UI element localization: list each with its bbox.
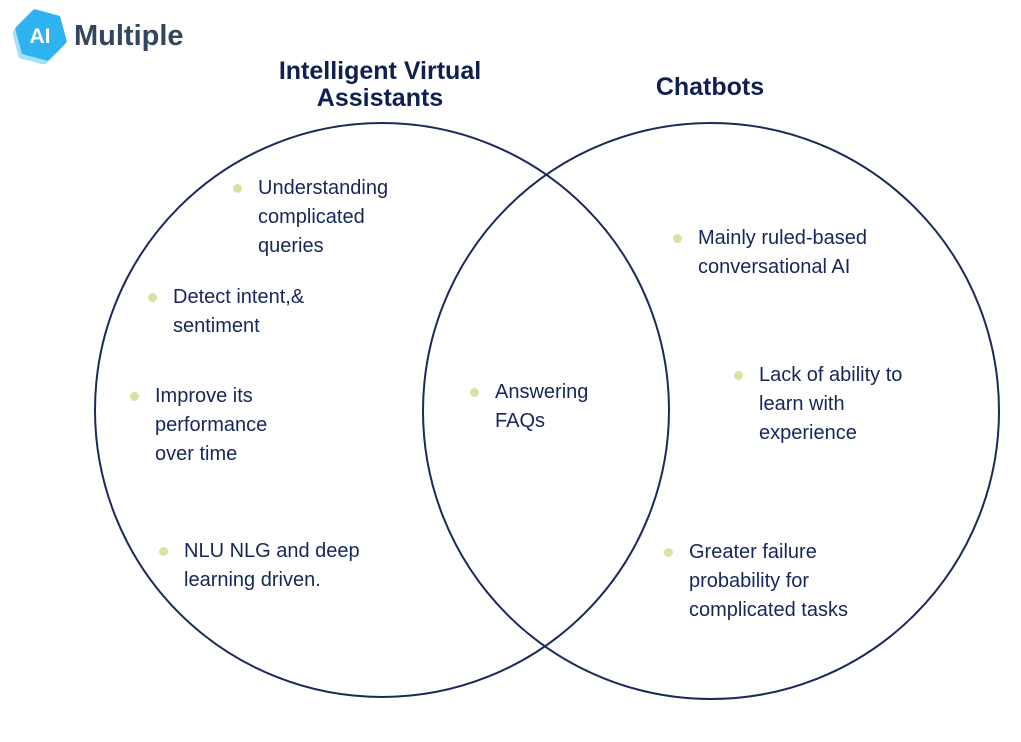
list-item-text: Greater failure probability for complica…: [689, 541, 848, 621]
list-item-text: Answering FAQs: [495, 381, 589, 432]
logo-hexagon-icon: AI: [12, 6, 69, 65]
chatbots-circle: [422, 122, 1000, 700]
list-item-text: Detect intent,& sentiment: [173, 286, 305, 337]
list-item-text: Improve its performance over time: [155, 385, 268, 465]
chatbots-title: Chatbots: [655, 73, 765, 101]
list-item-greater-failure: Greater failure probability for complica…: [664, 538, 848, 625]
list-item-understanding-queries: Understanding complicated queries: [233, 174, 388, 261]
aimultiple-logo: AI Multiple: [12, 6, 184, 65]
list-item-text: Mainly ruled-based conversational AI: [698, 227, 867, 278]
list-item-answering-faqs: Answering FAQs: [470, 378, 588, 436]
logo-ai-mark: AI: [30, 25, 51, 48]
list-item-text: Lack of ability to learn with experience: [759, 364, 903, 444]
bullet-icon: [673, 234, 682, 243]
bullet-icon: [734, 371, 743, 380]
iva-title: Intelligent Virtual Assistants: [278, 57, 482, 112]
list-item-text: NLU NLG and deep learning driven.: [184, 540, 360, 591]
list-item-nlu-nlg: NLU NLG and deep learning driven.: [159, 537, 360, 595]
bullet-icon: [159, 547, 168, 556]
list-item-ruled-based: Mainly ruled-based conversational AI: [673, 224, 867, 282]
bullet-icon: [233, 184, 242, 193]
list-item-detect-intent: Detect intent,& sentiment: [148, 283, 304, 341]
bullet-icon: [130, 392, 139, 401]
list-item-improve-performance: Improve its performance over time: [130, 382, 267, 469]
hexagon-icon: AI: [12, 9, 67, 65]
bullet-icon: [470, 388, 479, 397]
bullet-icon: [148, 293, 157, 302]
logo-brand-text: Multiple: [74, 19, 184, 52]
list-item-lack-of-learning: Lack of ability to learn with experience: [734, 361, 902, 448]
bullet-icon: [664, 548, 673, 557]
list-item-text: Understanding complicated queries: [258, 177, 389, 257]
